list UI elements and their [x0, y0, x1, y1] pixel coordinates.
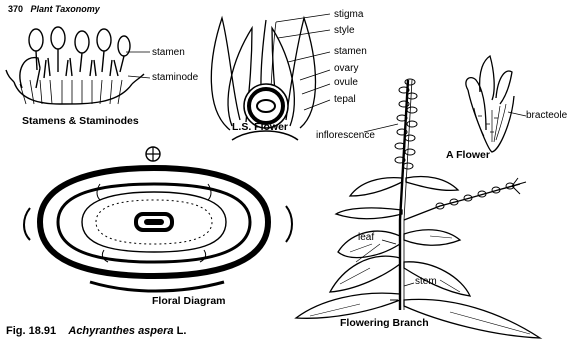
a-flower-drawing	[466, 56, 526, 152]
figure-caption: Fig. 18.91 Achyranthes aspera L.	[6, 325, 186, 337]
floral-diagram-drawing	[24, 147, 292, 291]
label-staminode: staminode	[152, 73, 198, 83]
caption-ls-flower: L.S. Flower	[232, 122, 288, 133]
page-header: 370 Plant Taxonomy	[8, 4, 100, 14]
stamens-drawing	[6, 27, 150, 104]
page-number: 370	[8, 4, 23, 14]
label-stamen-ls: stamen	[334, 47, 367, 57]
label-stigma: stigma	[334, 10, 363, 20]
label-inflorescence: inflorescence	[316, 131, 375, 141]
label-style: style	[334, 26, 355, 36]
caption-floral-diagram: Floral Diagram	[152, 296, 226, 307]
figure-author: L.	[177, 325, 187, 337]
label-bracteole: bracteole	[526, 111, 567, 121]
label-leaf: leaf	[358, 233, 374, 243]
label-ovule: ovule	[334, 78, 358, 88]
label-ovary: ovary	[334, 64, 358, 74]
caption-a-flower: A Flower	[446, 150, 490, 161]
figure-species: Achyranthes aspera	[68, 325, 173, 337]
label-stem: stem	[415, 277, 437, 287]
flowering-branch-drawing	[296, 79, 540, 338]
caption-stamens-staminodes: Stamens & Staminodes	[22, 116, 139, 127]
figure-number: Fig. 18.91	[6, 325, 56, 337]
page-running-title: Plant Taxonomy	[31, 4, 100, 14]
label-tepal: tepal	[334, 95, 356, 105]
label-stamen-left: stamen	[152, 48, 185, 58]
caption-flowering-branch: Flowering Branch	[340, 318, 429, 329]
